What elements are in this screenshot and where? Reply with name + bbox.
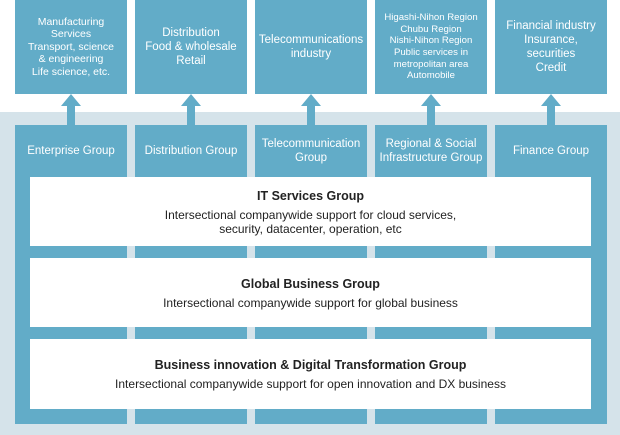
group-label-finance: Finance Group bbox=[495, 125, 607, 177]
group-label-line: Infrastructure Group bbox=[379, 152, 483, 164]
industry-box-distribution: Distribution Food & wholesale Retail bbox=[135, 0, 247, 94]
up-arrow-icon bbox=[181, 94, 201, 125]
industry-box-telecom: Telecommunications industry bbox=[255, 0, 367, 94]
industry-line: Transport, science bbox=[28, 40, 114, 53]
industry-line: Food & wholesale bbox=[145, 41, 237, 53]
band-title: Global Business Group bbox=[241, 276, 380, 291]
group-label-distribution: Distribution Group bbox=[135, 125, 247, 177]
band-description-line: Intersectional companywide support for o… bbox=[115, 377, 506, 391]
band-description: Intersectional companywide support for o… bbox=[115, 377, 506, 391]
industry-line: Services bbox=[50, 28, 92, 41]
industry-line: Distribution bbox=[162, 27, 220, 39]
industry-line: securities bbox=[526, 48, 576, 60]
industry-line: metropolitan area bbox=[393, 58, 469, 70]
industry-line: & engineering bbox=[38, 53, 104, 66]
group-label-line: Distribution Group bbox=[144, 145, 238, 157]
industry-line: Retail bbox=[176, 55, 206, 67]
group-label-regional: Regional & Social Infrastructure Group bbox=[375, 125, 487, 177]
band-global-business: Global Business Group Intersectional com… bbox=[30, 258, 591, 327]
band-title: Business innovation & Digital Transforma… bbox=[154, 358, 467, 372]
industry-box-finance: Financial industry Insurance, securities… bbox=[495, 0, 607, 94]
band-it-services: IT Services Group Intersectional company… bbox=[30, 177, 591, 246]
industry-line: Life science, etc. bbox=[31, 65, 111, 78]
industry-box-enterprise: Manufacturing Services Transport, scienc… bbox=[15, 0, 127, 94]
band-description: Intersectional companywide support for g… bbox=[163, 296, 458, 310]
group-label-telecom: Telecommunication Group bbox=[255, 125, 367, 177]
group-label-line: Finance Group bbox=[512, 145, 590, 157]
industry-line: Telecommunications bbox=[258, 34, 364, 46]
group-label-line: Regional & Social bbox=[385, 138, 477, 150]
band-description-line: Intersectional companywide support for c… bbox=[164, 207, 457, 222]
industry-line: Credit bbox=[535, 62, 567, 74]
band-description-line: security, datacenter, operation, etc bbox=[219, 221, 402, 236]
up-arrow-icon bbox=[541, 94, 561, 125]
industry-line: industry bbox=[290, 48, 332, 60]
group-label-line: Group bbox=[295, 152, 327, 164]
industry-line: Higashi-Nihon Region bbox=[384, 12, 478, 24]
industry-line: Chubu Region bbox=[400, 23, 462, 35]
group-label-line: Telecommunication bbox=[261, 138, 361, 150]
industry-line: Nishi-Nihon Region bbox=[389, 35, 473, 47]
industry-box-regional: Higashi-Nihon Region Chubu Region Nishi-… bbox=[375, 0, 487, 94]
industry-line: Automobile bbox=[407, 70, 455, 82]
band-description: Intersectional companywide support for c… bbox=[165, 208, 456, 236]
group-label-enterprise: Enterprise Group bbox=[15, 125, 127, 177]
up-arrow-icon bbox=[421, 94, 441, 125]
band-description-line: Intersectional companywide support for g… bbox=[163, 295, 458, 310]
band-title: IT Services Group bbox=[257, 188, 364, 203]
up-arrow-icon bbox=[61, 94, 81, 125]
industry-line: Insurance, bbox=[524, 34, 578, 46]
industry-line: Financial industry bbox=[506, 20, 596, 32]
industry-line: Public services in bbox=[393, 47, 469, 58]
group-label-line: Enterprise Group bbox=[27, 145, 115, 157]
band-dx: Business innovation & Digital Transforma… bbox=[30, 339, 591, 409]
industry-line: Manufacturing bbox=[37, 15, 105, 28]
up-arrow-icon bbox=[301, 94, 321, 125]
